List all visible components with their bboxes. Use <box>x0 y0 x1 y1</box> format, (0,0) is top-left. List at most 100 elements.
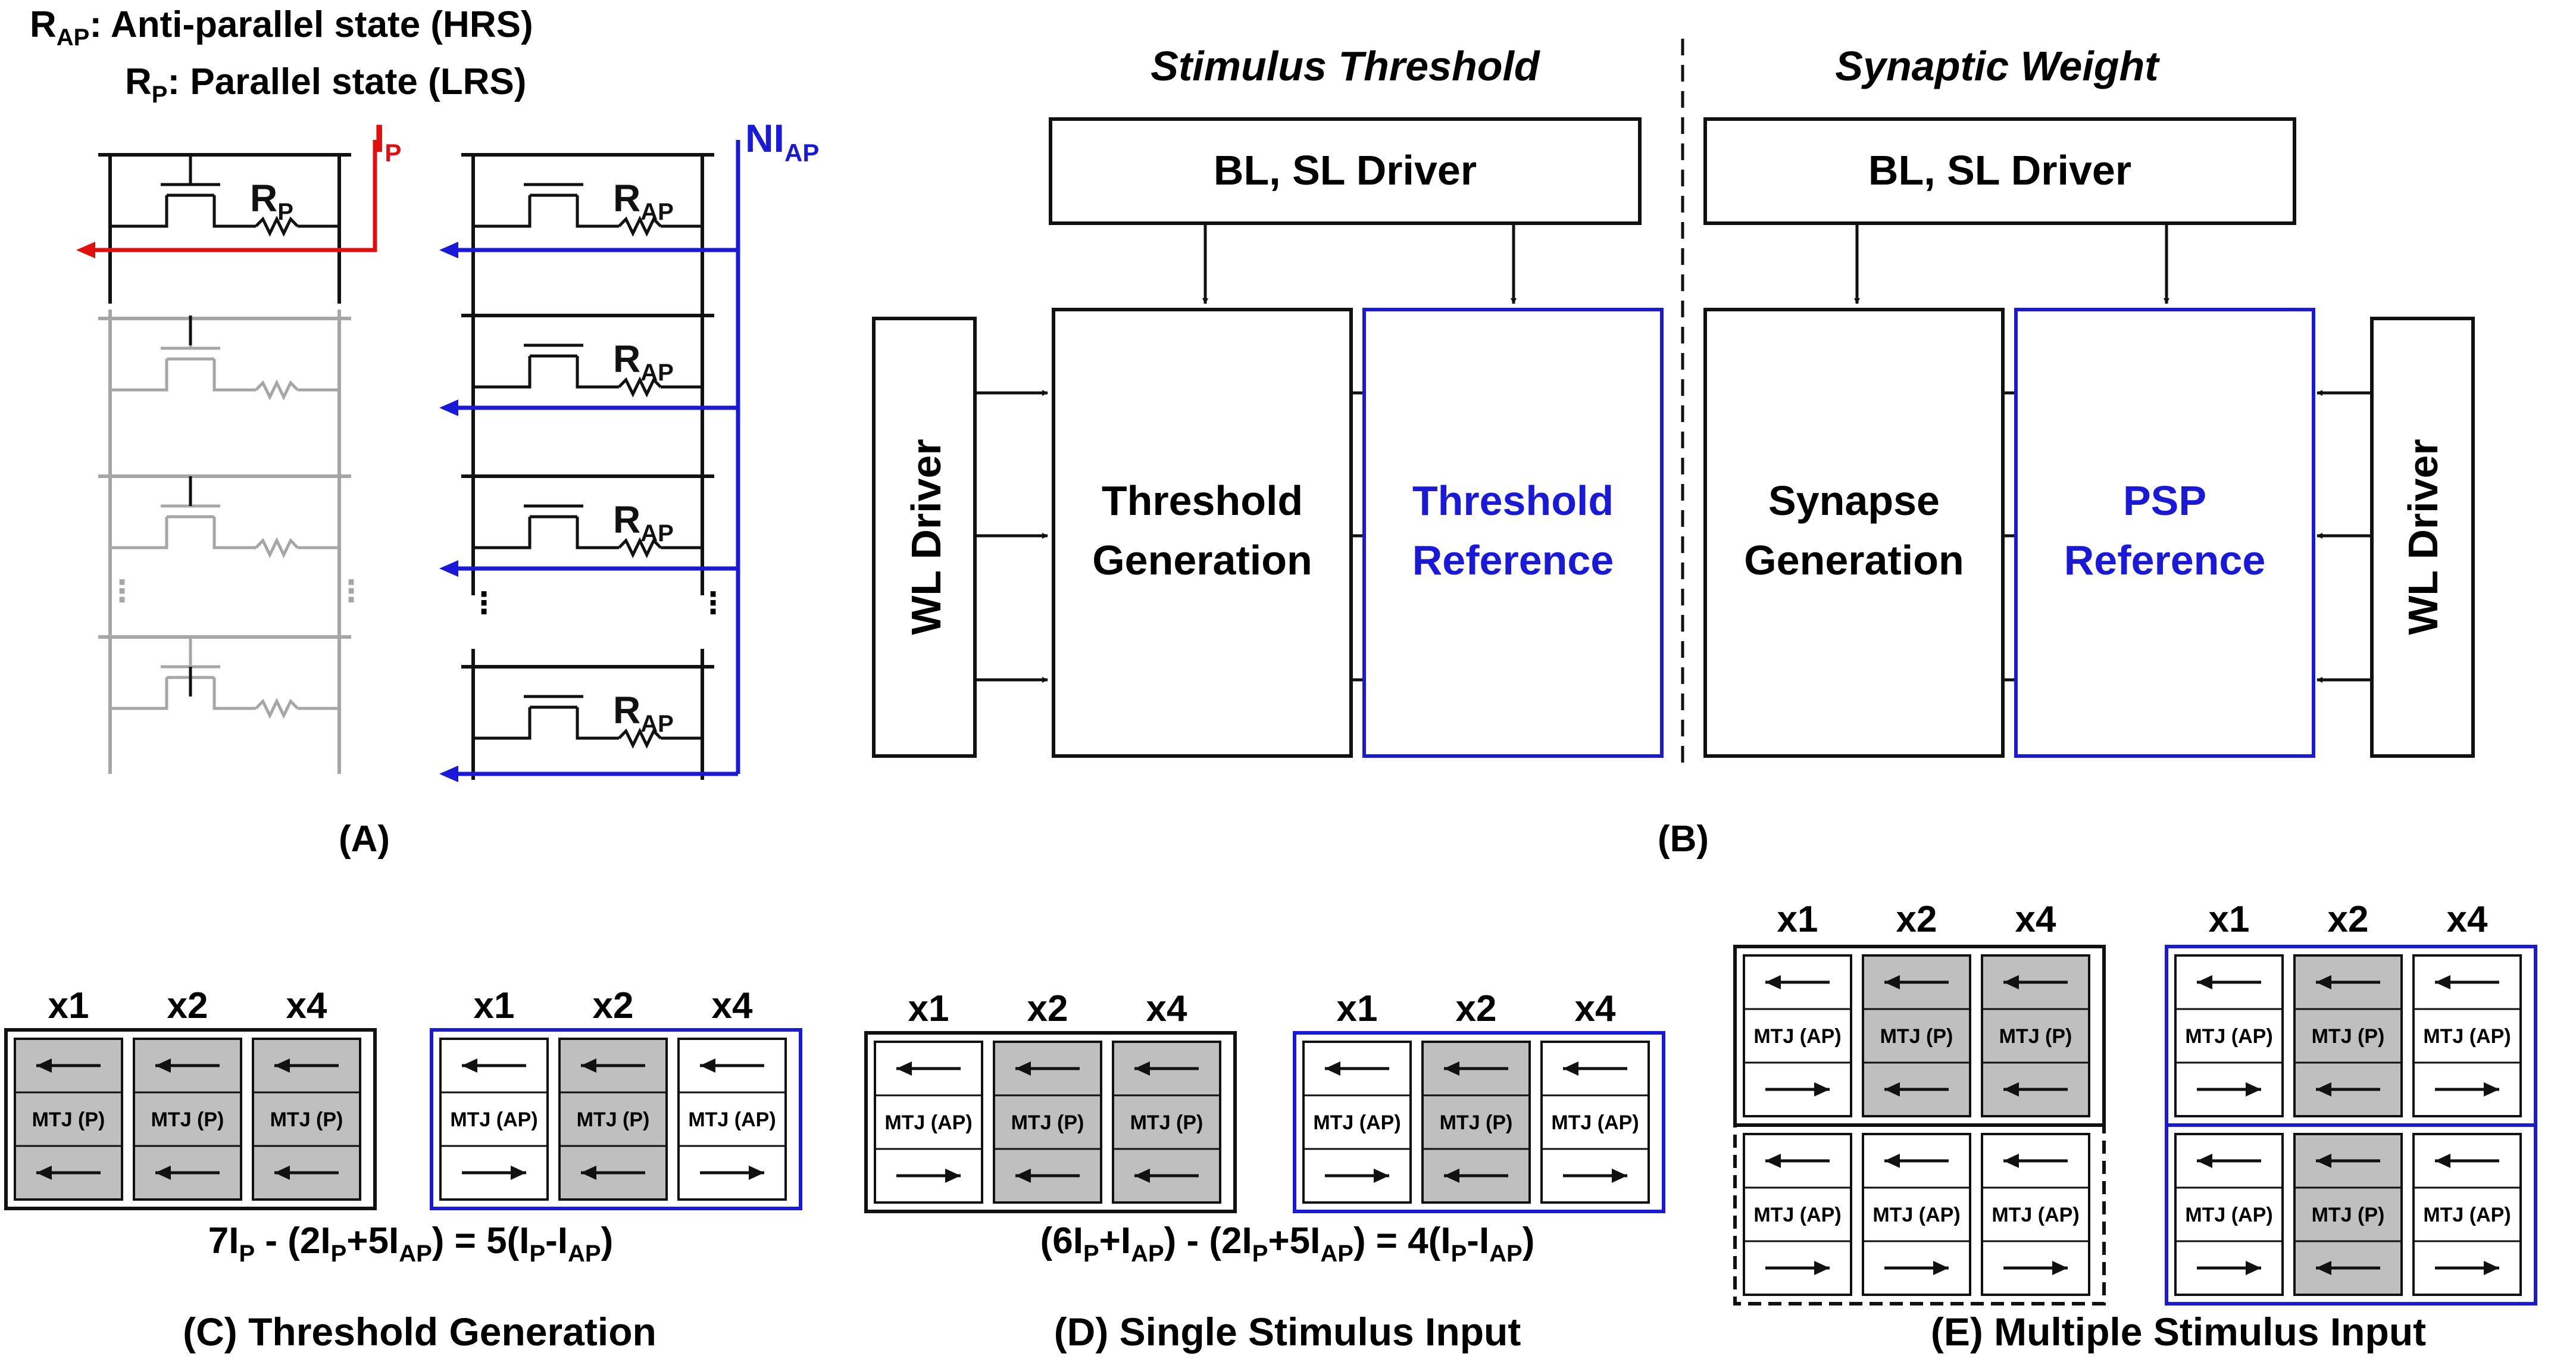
array-parallel: RP⋮⋮ <box>76 140 377 774</box>
current-ip-arrowhead <box>76 242 95 258</box>
drain-lead <box>212 517 256 549</box>
magnet-arrow-head <box>36 1058 52 1073</box>
label-niap: NIAP <box>745 116 819 167</box>
magnet-arrow-head <box>2246 1261 2261 1275</box>
ellipsis-right-2: ⋮ <box>698 586 728 620</box>
magnet-arrow-head <box>896 1061 912 1076</box>
ellipsis-left-2: ⋮ <box>336 574 366 608</box>
magnet-arrow-head <box>2003 1082 2019 1097</box>
mtj-label: MTJ (AP) <box>450 1108 537 1131</box>
magnet-arrow-head <box>2435 975 2450 989</box>
magnet-arrow-head <box>2316 1261 2331 1275</box>
label-ip: IP <box>374 116 401 167</box>
mtj-label: MTJ (AP) <box>1753 1025 1841 1048</box>
caption-a: (A) <box>339 819 390 860</box>
wl-driver-right-label: WL Driver <box>2400 439 2446 635</box>
magnet-arrow-head <box>2316 1154 2331 1168</box>
magnet-arrow-head <box>155 1058 171 1073</box>
mtj-group <box>864 1031 1237 1213</box>
mtj-label: MTJ (AP) <box>688 1108 776 1131</box>
column-header: x1 <box>1337 988 1378 1029</box>
mtj-label: MTJ (AP) <box>1872 1204 1960 1226</box>
magnet-arrow-head <box>2484 1082 2499 1097</box>
column-header: x1 <box>1777 899 1818 940</box>
equation-d: (6IP+IAP) - (2IP+5IAP) = 4(IP-IAP) <box>1040 1220 1535 1267</box>
mtj-label: MTJ (P) <box>1011 1111 1084 1134</box>
resistor-zigzag <box>618 376 662 398</box>
synapse-generation-label-2: Generation <box>1744 537 1964 583</box>
magnet-arrow-head <box>1884 1082 1900 1097</box>
resistor-zigzag <box>255 537 299 558</box>
column-header: x2 <box>593 985 634 1026</box>
column-header: x1 <box>48 985 89 1026</box>
mtj-label: MTJ (P) <box>270 1108 343 1131</box>
magnet-arrow-head <box>274 1058 290 1073</box>
column-header: x2 <box>1027 988 1068 1029</box>
column-header: x1 <box>908 988 949 1029</box>
column-header: x2 <box>167 985 208 1026</box>
equation-c: 7IP - (2IP+5IAP) = 5(IP-IAP) <box>208 1220 614 1267</box>
magnet-arrow-head <box>581 1166 596 1180</box>
drain-lead <box>576 707 619 740</box>
column-header: x2 <box>1896 899 1937 940</box>
magnet-arrow-head <box>749 1166 764 1180</box>
drain-lead <box>212 677 256 710</box>
magnet-arrow-head <box>2003 1154 2019 1168</box>
drain-lead <box>576 356 619 389</box>
magnet-arrow-head <box>1015 1061 1031 1076</box>
resistor-zigzag <box>255 698 299 719</box>
magnet-arrow-head <box>462 1058 477 1073</box>
column-header: x4 <box>286 985 327 1026</box>
mtj-label: MTJ (P) <box>1999 1025 2072 1048</box>
bl-sl-driver-left-label: BL, SL Driver <box>1214 147 1477 193</box>
magnet-arrow-head <box>1134 1061 1150 1076</box>
magnet-arrow-head <box>1765 975 1781 989</box>
panel-b: Stimulus Threshold Synaptic Weight BL, S… <box>872 39 2475 860</box>
drain-lead <box>212 195 256 228</box>
threshold-reference-label-2: Reference <box>1412 537 1614 583</box>
magnet-arrow-head <box>581 1058 596 1073</box>
mtj-label: MTJ (AP) <box>2185 1204 2272 1226</box>
synapse-generation-block <box>1703 308 2005 758</box>
magnet-arrow-head <box>1933 1261 1949 1275</box>
source-lead <box>473 517 532 549</box>
stimulus-threshold-title: Stimulus Threshold <box>1151 43 1540 89</box>
magnet-arrow-head <box>2316 1082 2331 1097</box>
magnet-arrow-head <box>2435 1154 2450 1168</box>
mtj-label: MTJ (P) <box>1130 1111 1203 1134</box>
magnet-arrow-head <box>1444 1061 1459 1076</box>
mtj-label: MTJ (P) <box>32 1108 105 1131</box>
drain-lead <box>212 359 256 392</box>
magnet-arrow-head <box>945 1169 961 1183</box>
drain-lead <box>576 517 619 549</box>
bl-sl-driver-right-label: BL, SL Driver <box>1868 147 2131 193</box>
panel-a: RAP: Anti-parallel state (HRS) RP: Paral… <box>30 4 819 860</box>
resistor-label: RP <box>250 177 293 225</box>
drain-lead <box>576 195 619 228</box>
source-lead <box>473 195 532 228</box>
mtj-label: MTJ (P) <box>2312 1204 2385 1226</box>
column-header: x2 <box>1456 988 1497 1029</box>
magnet-arrow-head <box>2197 975 2212 989</box>
magnet-arrow-head <box>36 1166 52 1180</box>
magnet-arrow-head <box>1325 1061 1340 1076</box>
source-lead <box>110 677 168 710</box>
mtj-label: MTJ (AP) <box>1313 1111 1400 1134</box>
threshold-generation-label-1: Threshold <box>1102 477 1303 524</box>
ellipsis-right: ⋮ <box>469 586 499 620</box>
mtj-label: MTJ (P) <box>577 1108 650 1131</box>
column-header: x4 <box>712 985 753 1026</box>
magnet-arrow-head <box>1374 1169 1389 1183</box>
caption-c: (C) Threshold Generation <box>183 1310 656 1354</box>
magnet-arrow-head <box>1563 1061 1578 1076</box>
magnet-arrow-head <box>2197 1154 2212 1168</box>
mtj-group <box>2165 1123 2537 1305</box>
magnet-arrow-head <box>700 1058 715 1073</box>
threshold-reference-label-1: Threshold <box>1412 477 1614 524</box>
column-header: x2 <box>2328 899 2369 940</box>
column-header: x4 <box>1146 988 1187 1029</box>
magnet-arrow-head <box>1884 1154 1900 1168</box>
source-lead <box>110 517 168 549</box>
resistor-zigzag <box>255 215 299 237</box>
